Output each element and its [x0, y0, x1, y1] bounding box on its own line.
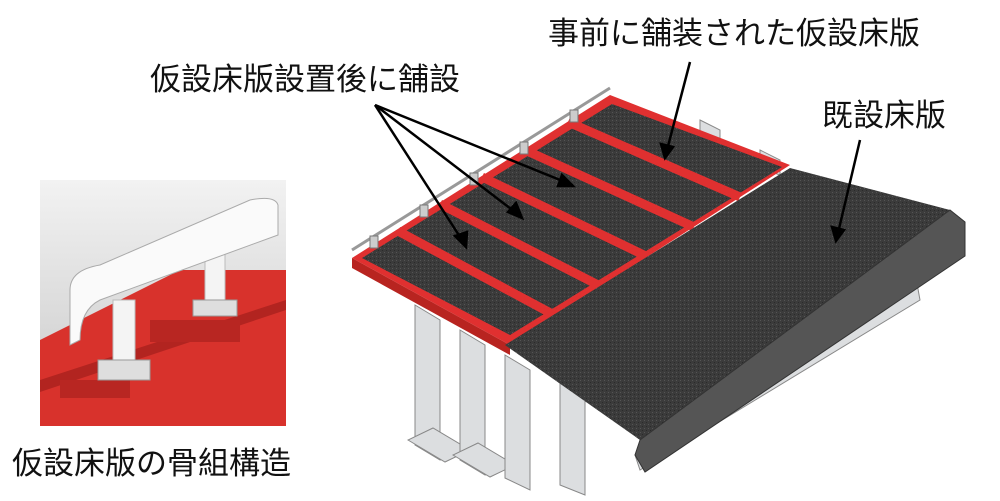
- label-frame-structure: 仮設床版の骨組構造: [12, 446, 291, 482]
- label-pre-paved-temporary-deck: 事前に舗装された仮設床版: [548, 16, 920, 52]
- pointer-arrows: [373, 61, 862, 250]
- temporary-deck: [351, 86, 790, 355]
- frame-structure-inset: [40, 180, 286, 426]
- label-existing-deck: 既設床版: [822, 98, 946, 134]
- label-paved-after-installation: 仮設床版設置後に舗設: [150, 62, 460, 98]
